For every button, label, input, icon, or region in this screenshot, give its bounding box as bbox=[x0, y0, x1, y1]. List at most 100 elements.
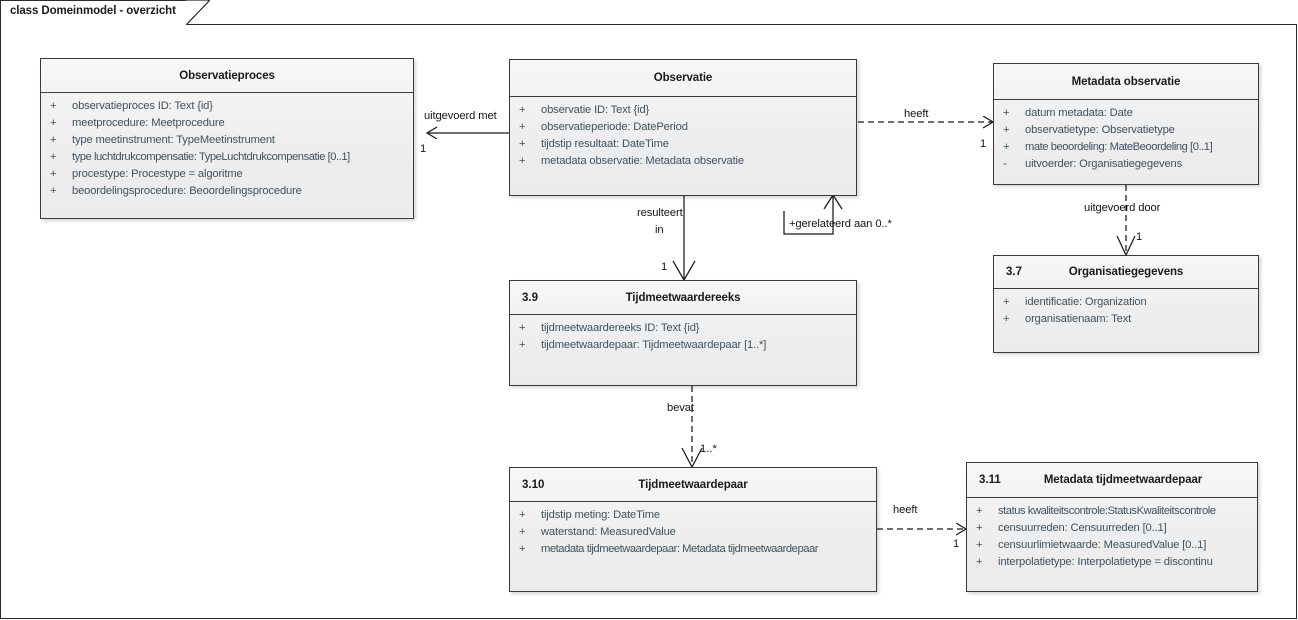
attribute-visibility: - bbox=[1003, 158, 1007, 170]
attribute-text: mate beoordeling: MateBeoordeling [0..1] bbox=[1025, 141, 1213, 153]
relation-label-uitgevoerd-met: uitgevoerd met bbox=[424, 110, 497, 122]
attribute-row: + tijdstip meting: DateTime bbox=[510, 507, 876, 524]
attribute-row: + tijdmeetwaardereeks ID: Text {id} bbox=[510, 320, 856, 337]
attribute-text: observatieperiode: DatePeriod bbox=[541, 121, 688, 133]
class-attributes-organisatiegegevens: + identificatie: Organization + organisa… bbox=[994, 289, 1258, 328]
attribute-text: type meetinstrument: TypeMeetinstrument bbox=[72, 134, 275, 146]
attribute-text: beoordelingsprocedure: Beoordelingsproce… bbox=[72, 185, 302, 197]
attribute-visibility: + bbox=[50, 134, 57, 146]
class-title-organisatiegegevens: Organisatiegegevens bbox=[1068, 266, 1184, 278]
relation-multiplicity-uitgevoerd-door: 1 bbox=[1136, 231, 1143, 243]
attribute-row: + tijdstip resultaat: DateTime bbox=[510, 136, 856, 153]
class-header-metadata-tijdmeetwaardepaar: 3.11 Metadata tijdmeetwaardepaar bbox=[967, 463, 1257, 498]
attribute-row: + censuurlimietwaarde: MeasuredValue [0.… bbox=[967, 537, 1257, 554]
class-header-tijdmeetwaardereeks: 3.9 Tijdmeetwaardereeks bbox=[510, 281, 856, 315]
class-box-observatie[interactable]: Observatie + observatie ID: Text {id} + … bbox=[509, 59, 857, 196]
class-number-tijdmeetwaardereeks: 3.9 bbox=[522, 291, 538, 304]
class-box-tijdmeetwaardereeks[interactable]: 3.9 Tijdmeetwaardereeks + tijdmeetwaarde… bbox=[509, 280, 857, 386]
attribute-text: uitvoerder: Organisatiegegevens bbox=[1025, 158, 1183, 170]
attribute-row: + organisatienaam: Text bbox=[994, 311, 1258, 328]
attribute-text: metadata tijdmeetwaardepaar: Metadata ti… bbox=[541, 543, 819, 555]
attribute-visibility: + bbox=[1003, 296, 1010, 308]
attribute-visibility: + bbox=[1003, 107, 1010, 119]
relation-multiplicity-heeft-paar-metadata: 1 bbox=[953, 538, 960, 550]
attribute-row: + observatietype: Observatietype bbox=[994, 122, 1258, 139]
attribute-visibility: + bbox=[50, 100, 57, 112]
class-box-tijdmeetwaardepaar[interactable]: 3.10 Tijdmeetwaardepaar + tijdstip metin… bbox=[509, 467, 877, 592]
class-box-observatieproces[interactable]: Observatieproces + observatieproces ID: … bbox=[40, 58, 414, 219]
class-title-metadata-observatie: Metadata observatie bbox=[1071, 75, 1181, 88]
attribute-row: + procestype: Procestype = algoritme bbox=[41, 166, 413, 183]
attribute-visibility: + bbox=[1003, 141, 1010, 153]
attribute-visibility: + bbox=[976, 522, 983, 534]
class-number-tijdmeetwaardepaar: 3.10 bbox=[522, 478, 545, 491]
relation-label-in: in bbox=[655, 224, 664, 236]
diagram-tab[interactable]: class Domeinmodel - overzicht bbox=[0, 0, 186, 25]
attribute-row: + datum metadata: Date bbox=[994, 105, 1258, 122]
attribute-text: observatie ID: Text {id} bbox=[541, 104, 650, 116]
attribute-visibility: + bbox=[50, 117, 57, 129]
class-header-observatieproces: Observatieproces bbox=[41, 59, 413, 93]
class-attributes-tijdmeetwaardereeks: + tijdmeetwaardereeks ID: Text {id} + ti… bbox=[510, 315, 856, 354]
attribute-text: procestype: Procestype = algoritme bbox=[72, 168, 243, 180]
class-attributes-observatieproces: + observatieproces ID: Text {id} + meetp… bbox=[41, 93, 413, 200]
relation-label-heeft-paar-metadata: heeft bbox=[893, 504, 918, 516]
relation-label-gerelateerd-aan: +gerelateerd aan 0..* bbox=[789, 218, 892, 230]
class-header-organisatiegegevens: 3.7 Organisatiegegevens bbox=[994, 256, 1258, 289]
class-title-observatie: Observatie bbox=[653, 72, 713, 84]
class-number-organisatiegegevens: 3.7 bbox=[1006, 266, 1022, 278]
relation-label-bevat: bevat bbox=[667, 402, 694, 414]
class-box-organisatiegegevens[interactable]: 3.7 Organisatiegegevens + identificatie:… bbox=[993, 255, 1259, 353]
relation-label-resulteert: resulteert bbox=[637, 207, 683, 219]
attribute-text: tijdmeetwaardereeks ID: Text {id} bbox=[541, 322, 700, 334]
attribute-visibility: + bbox=[519, 526, 526, 538]
class-box-metadata-tijdmeetwaardepaar[interactable]: 3.11 Metadata tijdmeetwaardepaar + statu… bbox=[966, 462, 1258, 592]
attribute-text: tijdmeetwaardepaar: Tijdmeetwaardepaar [… bbox=[541, 339, 767, 351]
attribute-row: + interpolatietype: Interpolatietype = d… bbox=[967, 554, 1257, 571]
attribute-text: organisatienaam: Text bbox=[1025, 313, 1132, 325]
relation-label-uitgevoerd-door: uitgevoerd door bbox=[1084, 202, 1161, 214]
attribute-row: + tijdmeetwaardepaar: Tijdmeetwaardepaar… bbox=[510, 337, 856, 354]
attribute-visibility: + bbox=[976, 505, 983, 517]
attribute-row: + censuurreden: Censuurreden [0..1] bbox=[967, 520, 1257, 537]
class-box-metadata-observatie[interactable]: Metadata observatie + datum metadata: Da… bbox=[993, 63, 1259, 185]
attribute-text: tijdstip meting: DateTime bbox=[541, 509, 660, 521]
attribute-visibility: + bbox=[519, 155, 526, 167]
class-title-metadata-tijdmeetwaardepaar: Metadata tijdmeetwaardepaar bbox=[1043, 474, 1203, 486]
diagram-tab-corner-icon bbox=[186, 0, 210, 25]
attribute-text: waterstand: MeasuredValue bbox=[541, 526, 676, 538]
attribute-text: status kwaliteitscontrole:StatusKwalitei… bbox=[998, 505, 1216, 517]
diagram-frame bbox=[0, 24, 1297, 619]
attribute-visibility: + bbox=[519, 138, 526, 150]
attribute-visibility: + bbox=[50, 151, 57, 163]
attribute-visibility: + bbox=[976, 556, 983, 568]
attribute-text: censuurreden: Censuurreden [0..1] bbox=[998, 522, 1167, 534]
attribute-row: - uitvoerder: Organisatiegegevens bbox=[994, 156, 1258, 173]
attribute-row: + type meetinstrument: TypeMeetinstrumen… bbox=[41, 132, 413, 149]
attribute-row: + metadata tijdmeetwaardepaar: Metadata … bbox=[510, 541, 876, 558]
attribute-text: datum metadata: Date bbox=[1025, 107, 1133, 119]
attribute-row: + observatieproces ID: Text {id} bbox=[41, 98, 413, 115]
attribute-text: interpolatietype: Interpolatietype = dis… bbox=[998, 556, 1213, 568]
attribute-visibility: + bbox=[519, 339, 526, 351]
attribute-row: + beoordelingsprocedure: Beoordelingspro… bbox=[41, 183, 413, 200]
attribute-text: censuurlimietwaarde: MeasuredValue [0..1… bbox=[998, 539, 1207, 551]
class-attributes-metadata-tijdmeetwaardepaar: + status kwaliteitscontrole:StatusKwalit… bbox=[967, 498, 1257, 571]
attribute-text: tijdstip resultaat: DateTime bbox=[541, 138, 669, 150]
attribute-row: + identificatie: Organization bbox=[994, 294, 1258, 311]
attribute-visibility: + bbox=[50, 168, 57, 180]
attribute-row: + meetprocedure: Meetprocedure bbox=[41, 115, 413, 132]
diagram-frame-top bbox=[0, 24, 1297, 25]
attribute-visibility: + bbox=[50, 185, 57, 197]
class-attributes-metadata-observatie: + datum metadata: Date + observatietype:… bbox=[994, 100, 1258, 173]
attribute-visibility: + bbox=[519, 121, 526, 133]
attribute-visibility: + bbox=[1003, 313, 1010, 325]
attribute-text: metadata observatie: Metadata observatie bbox=[541, 155, 744, 167]
attribute-row: + metadata observatie: Metadata observat… bbox=[510, 153, 856, 170]
attribute-text: observatieproces ID: Text {id} bbox=[72, 100, 213, 112]
relation-multiplicity-resulteert-in: 1 bbox=[661, 261, 668, 273]
attribute-text: identificatie: Organization bbox=[1025, 296, 1147, 308]
diagram-tab-label: class Domeinmodel - overzicht bbox=[10, 5, 176, 17]
class-header-observatie: Observatie bbox=[510, 60, 856, 97]
